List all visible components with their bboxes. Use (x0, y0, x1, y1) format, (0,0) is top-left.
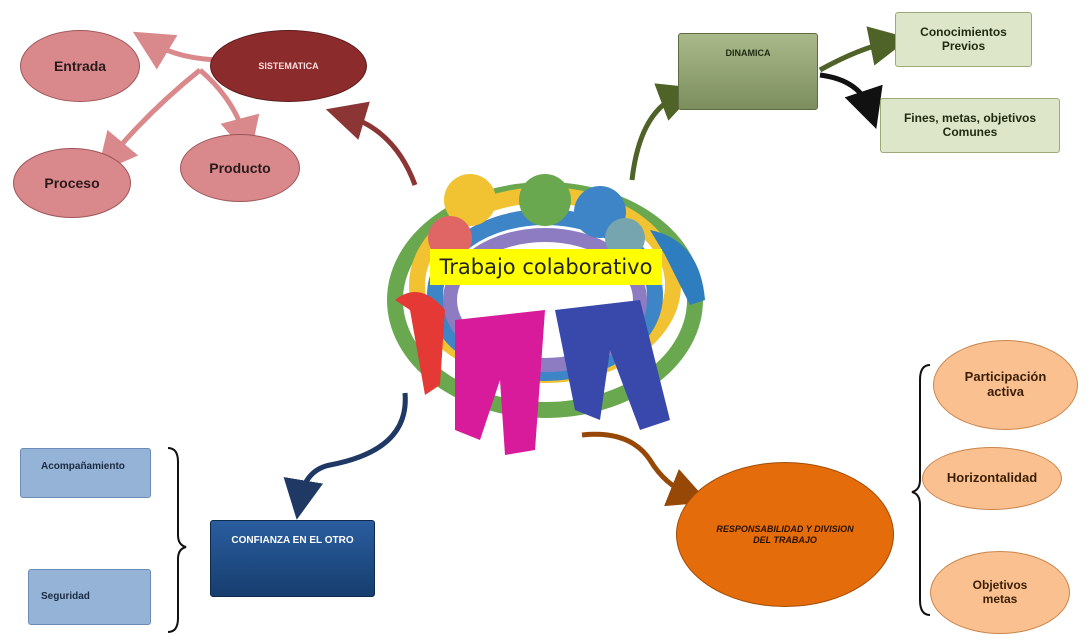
proceso-node: Proceso (13, 148, 131, 218)
objetivos-node: Objetivos metas (930, 551, 1070, 634)
conocimientos-node: Conocimientos Previos (895, 12, 1032, 67)
participacion-node: Participación activa (933, 340, 1078, 430)
horizontalidad-node: Horizontalidad (922, 447, 1062, 510)
arrow-to-proceso (97, 68, 202, 174)
arrow-to-producto (198, 68, 260, 158)
producto-label: Producto (209, 159, 271, 176)
seguridad-label: Seguridad (41, 591, 90, 603)
responsabilidad-brace (911, 364, 931, 616)
horizontalidad-label: Horizontalidad (946, 470, 1038, 486)
objetivos-label: Objetivos metas (972, 577, 1028, 606)
sistematica-title: SISTEMATICA (258, 60, 319, 71)
arrow-center-to-dinamica (629, 83, 699, 181)
entrada-node: Entrada (20, 30, 140, 102)
responsabilidad-title: RESPONSABILIDAD Y DIVISION DEL TRABAJO (716, 524, 854, 545)
responsabilidad-node: RESPONSABILIDAD Y DIVISION DEL TRABAJO (676, 462, 894, 607)
center-topic-label: Trabajo colaborativo (430, 249, 662, 285)
dinamica-title: DINAMICA (725, 48, 771, 58)
acompanamiento-node: Acompañamiento (20, 448, 151, 498)
dinamica-node: DINAMICA (678, 33, 818, 110)
conocimientos-label: Conocimientos Previos (920, 24, 1007, 53)
sistematica-node: SISTEMATICA (210, 30, 367, 102)
arrow-center-to-confianza (283, 392, 408, 520)
entrada-label: Entrada (53, 57, 107, 74)
proceso-label: Proceso (44, 174, 100, 191)
acompanamiento-label: Acompañamiento (41, 461, 125, 472)
producto-node: Producto (180, 134, 300, 202)
fines-node: Fines, metas, objetivos Comunes (880, 98, 1060, 153)
arrow-center-to-sistematica (325, 101, 418, 186)
confianza-node: CONFIANZA EN EL OTRO (210, 520, 375, 597)
people-circle-illustration (387, 174, 705, 455)
arrow-to-conocimientos (818, 26, 910, 73)
confianza-brace (167, 447, 187, 633)
arrow-to-fines (819, 72, 883, 129)
seguridad-node: Seguridad (28, 569, 151, 625)
arrow-center-to-responsabilidad (581, 431, 709, 507)
confianza-title: CONFIANZA EN EL OTRO (231, 535, 354, 546)
fines-label: Fines, metas, objetivos Comunes (903, 110, 1037, 139)
participacion-label: Participación activa (964, 369, 1047, 399)
